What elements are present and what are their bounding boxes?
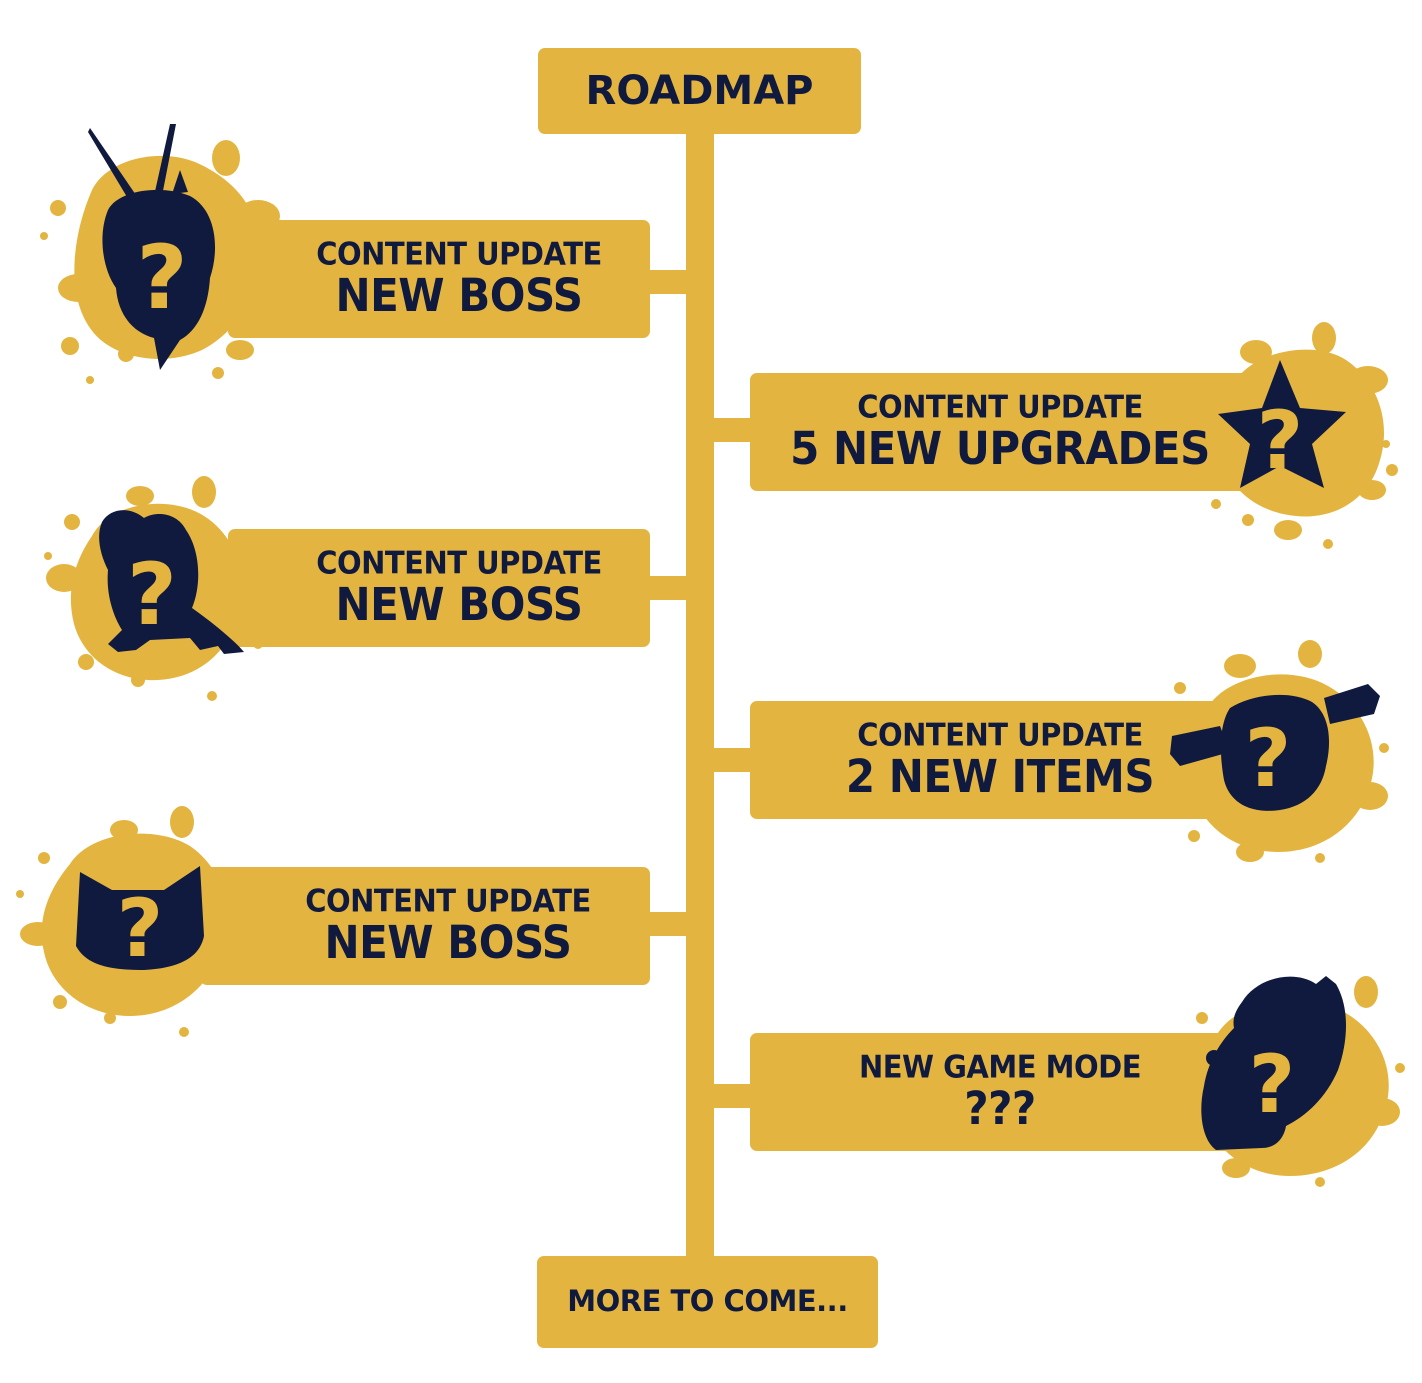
mystery-mark: ? <box>136 226 187 329</box>
star-silhouette-icon: ? <box>1196 320 1398 550</box>
roadmap-title-box: ROADMAP <box>538 48 861 134</box>
milestone-title: ??? <box>964 1081 1036 1135</box>
milestone-title: 5 NEW UPGRADES <box>790 421 1210 475</box>
cat-boss-silhouette-icon: ? <box>14 806 244 1038</box>
milestone-card-1: CONTENT UPDATE NEW BOSS <box>228 220 650 338</box>
milestone-subtitle: CONTENT UPDATE <box>305 882 591 920</box>
milestone-card-6: NEW GAME MODE ??? <box>750 1033 1250 1151</box>
item-silhouette-icon: ? <box>1160 640 1390 870</box>
mystery-mark: ? <box>127 545 177 645</box>
milestone-subtitle: CONTENT UPDATE <box>316 544 602 582</box>
milestone-subtitle: CONTENT UPDATE <box>316 235 602 273</box>
mystery-mark: ? <box>1245 712 1291 805</box>
milestone-subtitle: NEW GAME MODE <box>858 1048 1142 1086</box>
milestone-title: NEW BOSS <box>335 577 583 631</box>
milestone-card-3: CONTENT UPDATE NEW BOSS <box>228 529 650 647</box>
milestone-subtitle: CONTENT UPDATE <box>857 388 1143 426</box>
milestone-subtitle: CONTENT UPDATE <box>857 716 1143 754</box>
milestone-card-2: CONTENT UPDATE 5 NEW UPGRADES <box>750 373 1250 491</box>
milestone-title: NEW BOSS <box>335 268 583 322</box>
frog-boss-silhouette-icon: ? <box>40 474 270 701</box>
branch-connector-1 <box>640 270 700 294</box>
timeline-trunk <box>686 120 714 1270</box>
milestone-title: NEW BOSS <box>324 915 572 969</box>
mystery-mark: ? <box>1257 394 1303 487</box>
milestone-title: 2 NEW ITEMS <box>845 749 1155 803</box>
mystery-mark: ? <box>117 882 163 975</box>
bug-boss-silhouette-icon: ? <box>30 118 280 384</box>
branch-connector-3 <box>640 576 700 600</box>
milestone-card-5: CONTENT UPDATE NEW BOSS <box>200 867 650 985</box>
mystery-mark: ? <box>1249 1038 1295 1131</box>
more-to-come-box: MORE TO COME... <box>537 1256 878 1348</box>
creature-silhouette-icon: ? <box>1176 962 1406 1192</box>
milestone-card-4: CONTENT UPDATE 2 NEW ITEMS <box>750 701 1250 819</box>
branch-connector-5 <box>640 912 700 936</box>
more-to-come-label: MORE TO COME... <box>567 1284 848 1319</box>
roadmap-title: ROADMAP <box>585 68 814 114</box>
